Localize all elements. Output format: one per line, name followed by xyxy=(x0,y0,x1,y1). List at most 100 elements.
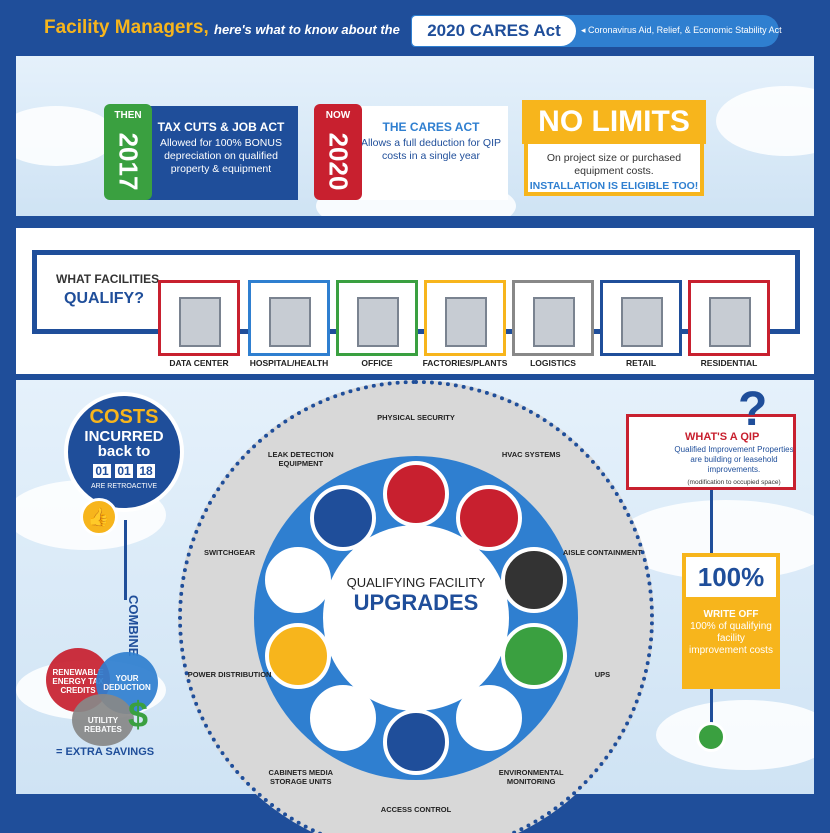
then-year: 2017 xyxy=(113,132,144,191)
cloud xyxy=(16,106,116,166)
qip-text: Qualified Improvement Properties are bui… xyxy=(674,445,794,474)
end-dot xyxy=(696,722,726,752)
upgrade-label: AISLE CONTAINMENT xyxy=(562,548,642,558)
then-title: TAX CUTS & JOB ACT xyxy=(157,120,285,134)
date-year: 18 xyxy=(136,463,156,479)
building-shape xyxy=(269,297,311,347)
no-limits-text: On project size or purchased equipment c… xyxy=(546,152,682,177)
no-limits-title: NO LIMITS xyxy=(522,100,706,144)
facility-label: LOGISTICS xyxy=(530,358,576,368)
now-card: THE CARES ACT Allows a full deduction fo… xyxy=(314,104,510,204)
utility-text: UTILITY REBATES xyxy=(84,716,122,734)
pipe-icon xyxy=(310,484,377,551)
upgrade-label: UPS xyxy=(594,669,611,679)
now-body: THE CARES ACT Allows a full deduction fo… xyxy=(354,106,508,200)
facility-label: DATA CENTER xyxy=(169,358,229,368)
costs-title: COSTS xyxy=(89,406,159,428)
ups-icon xyxy=(500,623,567,690)
extra-savings: = EXTRA SAVINGS xyxy=(56,746,155,758)
building-shape xyxy=(709,297,751,347)
thumbs-up-icon: 👍 xyxy=(80,498,118,536)
facilities-qualify: QUALIFY? xyxy=(64,290,144,307)
logistics-icon xyxy=(512,280,594,356)
act-full-name-text: Coronavirus Aid, Relief, & Economic Stab… xyxy=(588,25,782,35)
retail-icon xyxy=(600,280,682,356)
date-month: 01 xyxy=(92,463,112,479)
cabinet-icon xyxy=(310,685,377,752)
wheel-center-line1: QUALIFYING FACILITY xyxy=(346,575,486,590)
upgrade-label: CABINETS MEDIA STORAGE UNITS xyxy=(268,767,334,786)
then-label: THEN xyxy=(114,110,142,121)
security-camera-icon xyxy=(383,461,449,527)
now-title: THE CARES ACT xyxy=(382,120,480,134)
header: Facility Managers, here's what to know a… xyxy=(0,0,830,47)
writeoff-title: WRITE OFF xyxy=(703,609,759,620)
power-strip-icon xyxy=(265,623,332,690)
date-day: 01 xyxy=(114,463,134,479)
act-full-name: ◂ Coronavirus Aid, Relief, & Economic St… xyxy=(581,25,782,35)
qip-note: (modification to occupied space) xyxy=(687,479,781,486)
fingerprint-icon xyxy=(383,709,449,775)
qip-box: WHAT'S A QIP Qualified Improvement Prope… xyxy=(626,414,796,490)
building-shape xyxy=(179,297,221,347)
no-limits-box: NO LIMITS On project size or purchased e… xyxy=(522,100,706,196)
writeoff-text: 100% of qualifying facility improvement … xyxy=(689,621,773,656)
combine-label: COMBINE xyxy=(126,595,141,657)
upgrade-label: HVAC SYSTEMS xyxy=(501,450,561,460)
then-body: TAX CUTS & JOB ACT Allowed for 100% BONU… xyxy=(144,106,298,200)
now-tab: NOW 2020 xyxy=(314,104,362,200)
writeoff-box: 100% WRITE OFF 100% of qualifying facili… xyxy=(682,553,780,689)
dollar-icon: $ xyxy=(128,694,149,735)
facility-label: HOSPITAL/HEALTH xyxy=(249,358,329,368)
cloud xyxy=(716,86,814,156)
upgrade-label: LEAK DETECTION EQUIPMENT xyxy=(267,450,334,469)
deduction-text: YOUR DEDUCTION xyxy=(103,674,151,692)
header-subtitle: here's what to know about the xyxy=(214,22,400,37)
gauge-icon xyxy=(455,685,522,752)
hvac-icon xyxy=(455,484,522,551)
upgrade-label: PHYSICAL SECURITY xyxy=(377,413,455,422)
hospital-icon xyxy=(248,280,330,356)
building-shape xyxy=(357,297,399,347)
switchgear-icon xyxy=(265,546,332,613)
office-icon xyxy=(336,280,418,356)
now-text: Allows a full deduction for QIP costs in… xyxy=(360,137,502,162)
upgrade-label: SWITCHGEAR xyxy=(203,548,256,558)
connector-line xyxy=(124,520,127,600)
building-shape xyxy=(621,297,663,347)
question-mark-icon: ? xyxy=(738,383,768,436)
wheel-center-line2: UPGRADES xyxy=(353,590,479,615)
upgrade-label: POWER DISTRIBUTION xyxy=(187,669,272,679)
building-shape xyxy=(445,297,487,347)
no-limits-highlight: INSTALLATION IS ELIGIBLE TOO! xyxy=(529,180,699,192)
upgrade-label: ACCESS CONTROL xyxy=(380,805,452,814)
then-text: Allowed for 100% BONUS depreciation on q… xyxy=(160,137,282,175)
utility-circle: UTILITY REBATES xyxy=(72,694,134,746)
upgrade-label: ENVIRONMENTAL MONITORING xyxy=(498,767,564,786)
writeoff-text-block: WRITE OFF 100% of qualifying facility im… xyxy=(688,609,774,657)
act-title: 2020 CARES Act xyxy=(412,16,576,46)
wheel-center: QUALIFYING FACILITY UPGRADES xyxy=(323,525,509,711)
facility-label: OFFICE xyxy=(361,358,393,368)
writeoff-value: 100% xyxy=(686,557,776,597)
header-title: Facility Managers, xyxy=(44,17,209,38)
data-center-icon xyxy=(158,280,240,356)
building-shape xyxy=(533,297,575,347)
facility-label: RETAIL xyxy=(625,358,657,368)
costs-back-to: back to xyxy=(97,443,151,460)
qip-title: WHAT'S A QIP xyxy=(685,431,760,443)
now-label: NOW xyxy=(325,110,351,121)
cloud xyxy=(656,700,814,770)
facility-label: RESIDENTIAL xyxy=(700,358,758,368)
costs-note: ARE RETROACTIVE xyxy=(90,483,158,490)
renewable-text: RENEWABLE ENERGY TAX CREDITS xyxy=(52,668,104,695)
facility-label: FACTORIES/PLANTS xyxy=(422,358,508,368)
then-tab: THEN 2017 xyxy=(104,104,152,200)
facilities-question: WHAT FACILITIES xyxy=(56,272,160,286)
costs-incurred: INCURRED xyxy=(84,428,164,445)
then-card: TAX CUTS & JOB ACT Allowed for 100% BONU… xyxy=(104,104,300,204)
now-year: 2020 xyxy=(323,132,354,191)
